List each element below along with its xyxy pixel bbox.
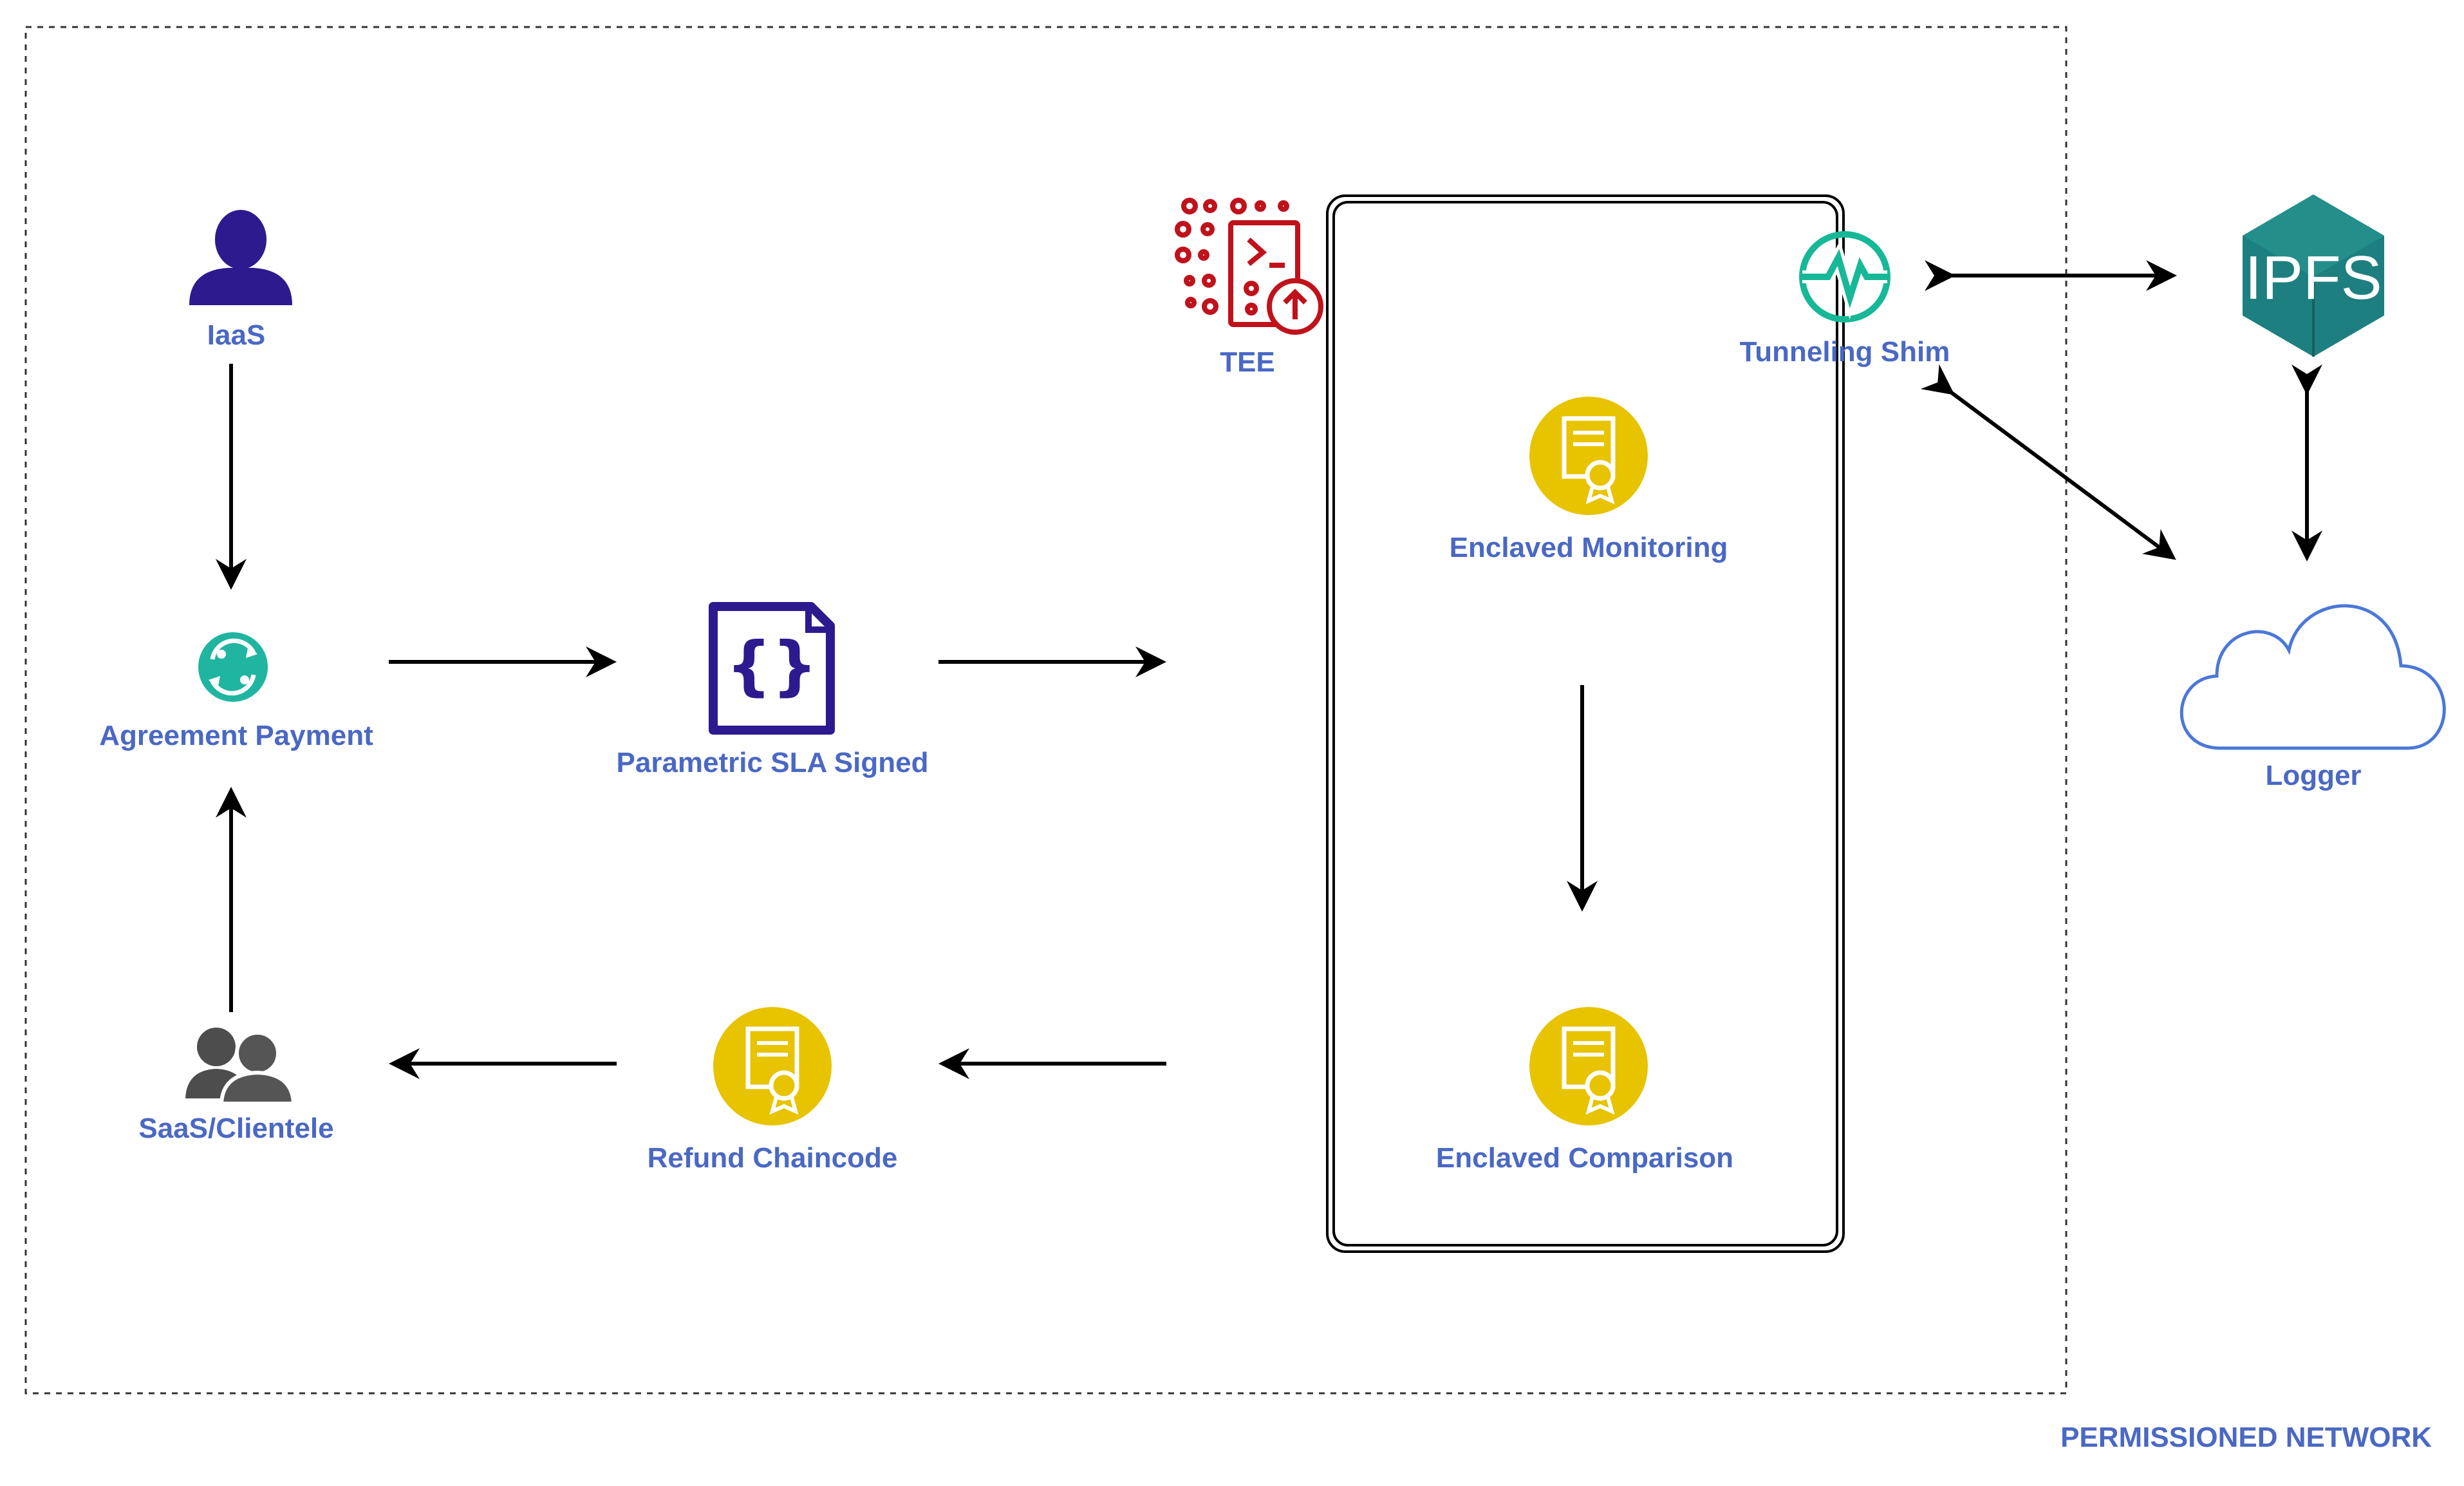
enclave-container [1326, 194, 1845, 1253]
agreement-payment-label: Agreement Payment [99, 720, 373, 751]
svg-text:{}: {} [726, 628, 817, 703]
iaas-label: IaaS [207, 319, 266, 351]
ipfs-logo-text: IPFS [2245, 243, 2382, 312]
cloud-icon [2179, 604, 2446, 750]
permissioned-network-label: PERMISSIONED NETWORK [2060, 1422, 2432, 1453]
certificate-icon [1529, 397, 1648, 515]
enclaved-comparison-label: Enclaved Comparison [1435, 1142, 1734, 1174]
tunneling-shim-label: Tunneling Shim [1739, 336, 1950, 368]
refund-chaincode-label: Refund Chaincode [647, 1142, 898, 1174]
certificate-icon [713, 1007, 832, 1125]
heartbeat-icon [1799, 231, 1890, 323]
parametric-sla-label: Parametric SLA Signed [616, 747, 929, 778]
sync-exchange-icon [198, 632, 268, 702]
logger-label: Logger [2265, 760, 2362, 791]
enclaved-monitoring-label: Enclaved Monitoring [1449, 532, 1728, 563]
tee-script-upload-icon [1175, 198, 1323, 335]
certificate-icon [1529, 1007, 1648, 1125]
user-icon [189, 210, 292, 305]
tee-label: TEE [1220, 346, 1275, 378]
permissioned-network-boundary [24, 26, 2067, 1395]
code-file-icon: {} [709, 602, 835, 735]
saas-clientele-label: SaaS/Clientele [138, 1113, 334, 1144]
users-icon [185, 1028, 296, 1105]
ipfs-hexagon-logo: IPFS [2243, 194, 2384, 357]
arrow-shim-logger-bidirectional [1920, 364, 2176, 560]
